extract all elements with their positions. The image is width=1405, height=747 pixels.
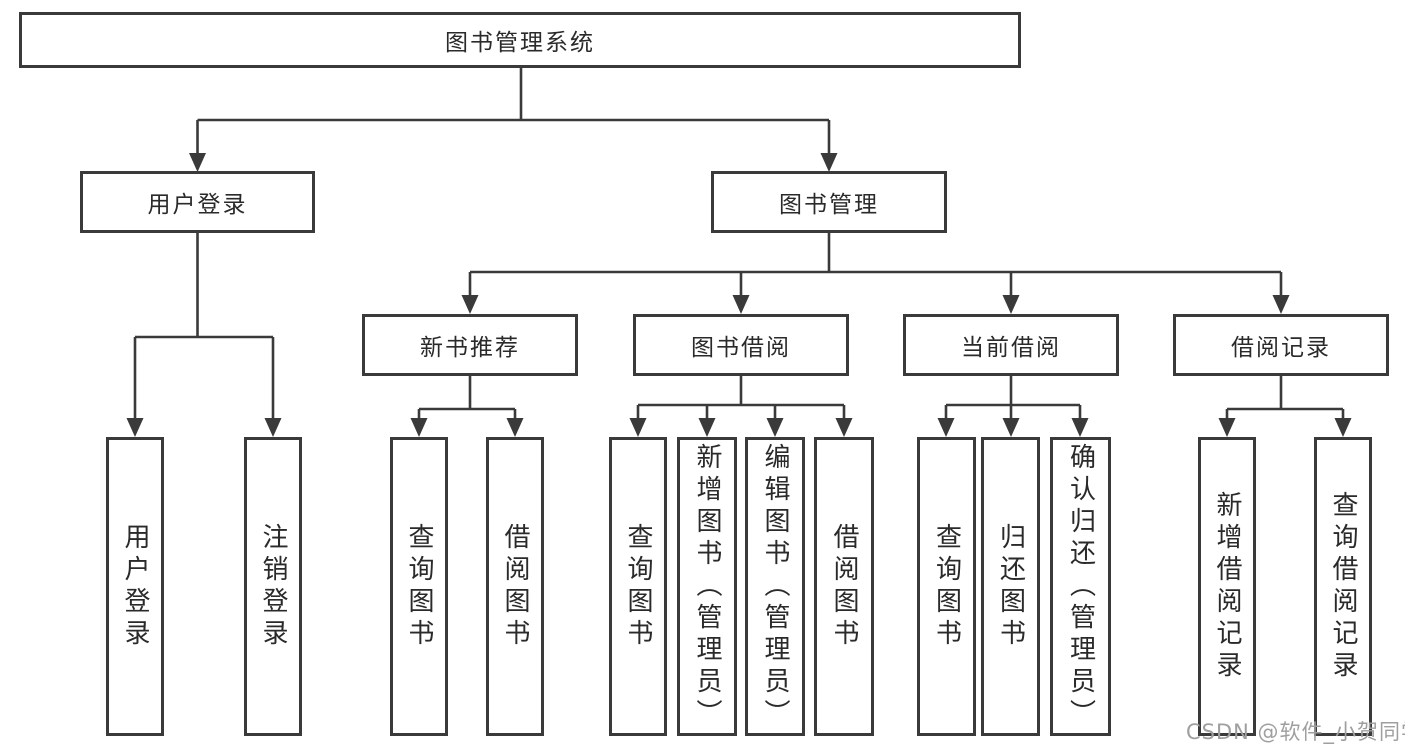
- node-current-borrowing: 当前借阅: [903, 314, 1119, 376]
- leaf-confirm-return-admin: 确认归还（管理员）: [1050, 437, 1111, 736]
- leaf-query-borrow-record: 查询借阅记录: [1314, 437, 1372, 736]
- leaf-logout: 注销登录: [244, 437, 302, 736]
- leaf-return-books: 归还图书: [981, 437, 1040, 736]
- leaf-query-books-recommend: 查询图书: [390, 437, 448, 736]
- leaf-borrow-books: 借阅图书: [814, 437, 874, 736]
- leaf-borrow-books-recommend: 借阅图书: [486, 437, 544, 736]
- node-book-management: 图书管理: [711, 171, 947, 233]
- leaf-user-login: 用户登录: [106, 437, 164, 736]
- node-borrowing-records: 借阅记录: [1173, 314, 1389, 376]
- leaf-query-books-borrow: 查询图书: [609, 437, 667, 736]
- leaf-query-books-current: 查询图书: [917, 437, 976, 736]
- leaf-add-books-admin: 新增图书（管理员）: [677, 437, 737, 736]
- node-user-login: 用户登录: [80, 171, 315, 233]
- node-book-borrowing: 图书借阅: [633, 314, 849, 376]
- leaf-add-borrow-record: 新增借阅记录: [1198, 437, 1256, 736]
- csdn-watermark: CSDN @软件_小贺同学: [1186, 720, 1405, 744]
- leaf-edit-books-admin: 编辑图书（管理员）: [745, 437, 805, 736]
- node-new-book-recommendation: 新书推荐: [362, 314, 578, 376]
- node-library-system: 图书管理系统: [19, 12, 1021, 68]
